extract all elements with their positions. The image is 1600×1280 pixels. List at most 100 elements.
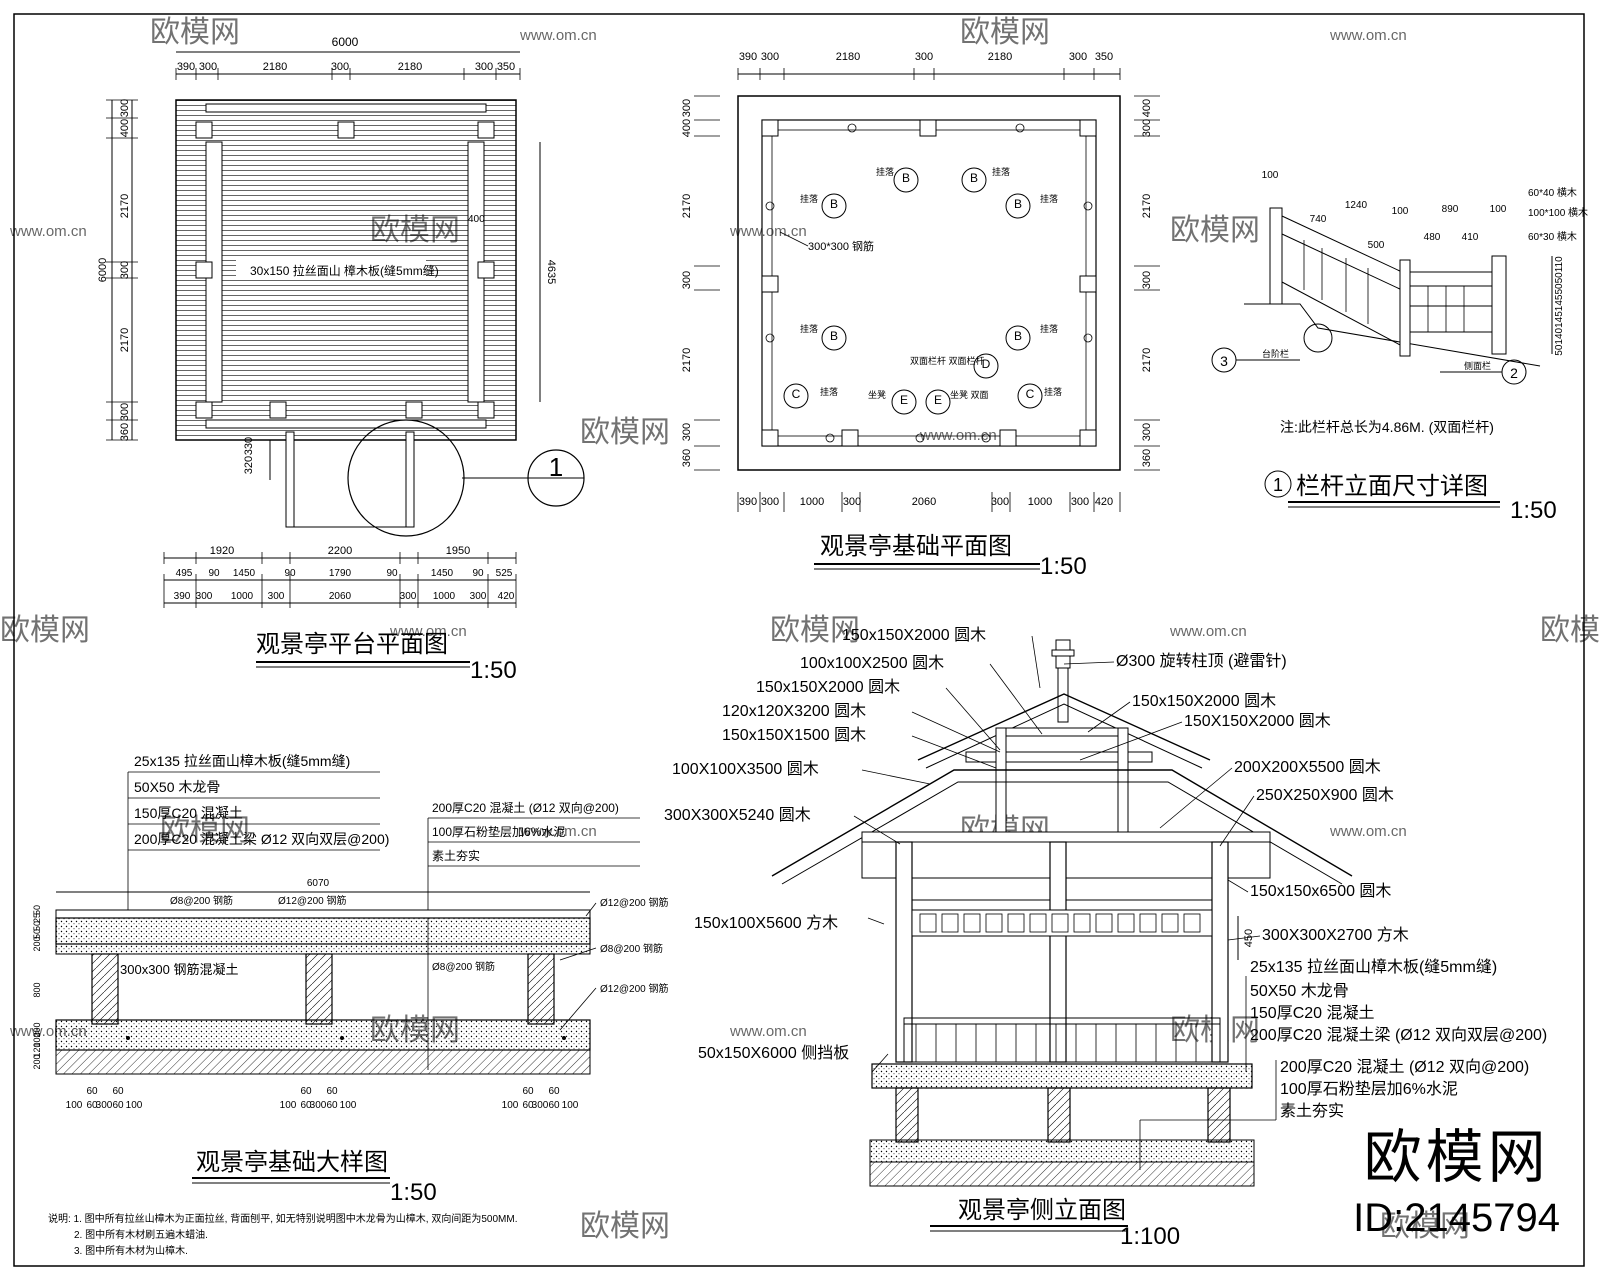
lattice-cell — [1117, 913, 1135, 933]
dim-label: 300 — [331, 61, 349, 73]
dim-label: 495 — [176, 568, 193, 579]
dim-label: 100 — [280, 1100, 297, 1111]
watermark-layer: 欧模网 欧模网 欧模网 欧模网 欧模网 欧模网 欧模网 欧模网 欧模网 欧模网 … — [0, 16, 1600, 1243]
section-marker — [1005, 193, 1031, 219]
svg-text:Ø8@200 钢筋: Ø8@200 钢筋 — [600, 942, 663, 955]
layer-label: 100厚石粉垫层加6%水泥 — [432, 824, 565, 839]
dim-label: 300 — [1071, 496, 1089, 508]
lattice-cell — [919, 913, 937, 933]
dim-tick — [1031, 635, 1041, 689]
dim-label: 2170 — [119, 328, 131, 352]
sheet-frame — [13, 13, 1585, 1267]
dim-label: 390 — [174, 591, 191, 602]
elevation-label: 100x100X2500 圆木 — [800, 654, 944, 672]
board-note: 30x150 拉丝面山 樟木板(缝5mm缝) — [250, 263, 439, 278]
dim-label: 100 — [562, 1100, 579, 1111]
dim-label: 2170 — [681, 348, 693, 372]
elevation-label: 150x100X5600 方木 — [694, 914, 838, 932]
dim-label: 60 — [548, 1086, 560, 1097]
section-marker-label: B — [970, 171, 978, 185]
svg-text:Ø12@200 钢筋: Ø12@200 钢筋 — [600, 982, 669, 995]
platform-plan-title: 观景亭平台平面图 — [256, 631, 448, 658]
dim-label: 1950 — [446, 545, 470, 557]
layer-label: 25x135 拉丝面山樟木板(缝5mm缝) — [134, 753, 350, 769]
lattice-cell — [1095, 913, 1113, 933]
dim-label: 300 — [119, 403, 131, 421]
svg-text:挂落: 挂落 — [992, 166, 1010, 177]
dim-label: 300 — [843, 496, 861, 508]
dim-label: 480 — [1424, 232, 1441, 243]
dim-label: 500 — [1368, 240, 1385, 251]
dim-label: 890 — [1442, 204, 1459, 215]
svg-text:Ø8@200 钢筋: Ø8@200 钢筋 — [170, 894, 233, 907]
dim-label: 60 — [112, 1086, 124, 1097]
svg-text:www.om.cn: www.om.cn — [519, 823, 597, 840]
dim-label: 90 — [284, 568, 296, 579]
dim-tick — [867, 917, 885, 925]
svg-text:欧模网: 欧模网 — [770, 614, 860, 647]
svg-text:Ø12@200 钢筋: Ø12@200 钢筋 — [278, 894, 347, 907]
section-marker — [961, 167, 987, 193]
section-marker-label: B — [902, 171, 910, 185]
dim-label: 300 — [761, 51, 779, 63]
elevation-label: 150x150X2000 圆木 — [842, 626, 986, 644]
dim-label: 390 — [739, 496, 757, 508]
section-marker — [821, 325, 847, 351]
layer-label: 150厚C20 混凝土 — [1250, 1004, 1375, 1022]
dim-label: 420 — [1095, 496, 1113, 508]
elevation-label: 300X300X5240 圆木 — [664, 806, 811, 824]
dim-total-top: 6000 — [332, 35, 359, 49]
dim-label: 60 — [86, 1100, 98, 1111]
dim-label: 300 — [475, 61, 493, 73]
note-3: 3. 图中所有木材为山樟木. — [74, 1244, 188, 1257]
dim-label: 100 — [1490, 204, 1507, 215]
foundation-detail-scale: 1:50 — [390, 1179, 437, 1206]
section-marker-label: E — [900, 393, 908, 407]
svg-text:欧模网: 欧模网 — [580, 1210, 670, 1243]
railing-scale: 1:50 — [1510, 497, 1557, 524]
note-2: 2. 图中所有木材刷五遍木蜡油. — [74, 1228, 208, 1241]
svg-text:501401451455050110: 501401451455050110 — [1554, 256, 1565, 356]
elevation-label: 250X250X900 圆木 — [1256, 786, 1394, 804]
svg-text:欧模网: 欧模网 — [1380, 1210, 1470, 1243]
dim-label: 200 — [32, 1054, 42, 1069]
svg-text:挂落: 挂落 — [876, 166, 894, 177]
lattice-cell — [1161, 913, 1179, 933]
dim-label: 390 — [177, 61, 195, 73]
dim-label: 90 — [208, 568, 220, 579]
lattice-cell — [941, 913, 959, 933]
dim-label: 300 — [199, 61, 217, 73]
watermark-site-layer: www.om.cn www.om.cn www.om.cn www.om.cn … — [9, 27, 1407, 1040]
svg-text:2: 2 — [1510, 365, 1518, 381]
dim-label: 2170 — [1141, 348, 1153, 372]
side-elevation-title: 观景亭侧立面图 — [958, 1197, 1126, 1224]
dim-tick — [1079, 721, 1183, 761]
dim-label: 60 — [86, 1086, 98, 1097]
svg-text:www.om.cn: www.om.cn — [1329, 823, 1407, 840]
dim-label: 2200 — [328, 545, 352, 557]
railing-title: 栏杆立面尺寸详图 — [1296, 473, 1488, 500]
dim-label: 2060 — [912, 496, 936, 508]
dim-label: 1000 — [800, 496, 824, 508]
dim-label: 390 — [739, 51, 757, 63]
dim-label: 120 — [32, 1042, 42, 1057]
svg-text:挂落: 挂落 — [820, 386, 838, 397]
svg-text:双面栏杆 双面栏杆: 双面栏杆 双面栏杆 — [910, 355, 985, 366]
dim-label: 50 — [32, 905, 42, 915]
layer-label: 200厚C20 混凝土梁 Ø12 双向双层@200) — [134, 831, 389, 847]
dim-label: 25 — [32, 913, 42, 923]
dim-tick — [861, 769, 931, 785]
dim-label: 1450 — [431, 568, 454, 579]
svg-text:6070: 6070 — [307, 878, 330, 889]
elevation-label: 200X200X5500 圆木 — [1234, 758, 1381, 776]
section-marker-label: E — [934, 393, 942, 407]
section-marker — [973, 353, 999, 379]
svg-text:1: 1 — [549, 452, 563, 482]
dim-label: 2180 — [398, 61, 422, 73]
section-marker-label: B — [830, 197, 838, 211]
dim-label: 60 — [112, 1100, 124, 1111]
svg-text:Ø12@200 钢筋: Ø12@200 钢筋 — [600, 896, 669, 909]
svg-text:欧模网: 欧模网 — [160, 814, 250, 847]
